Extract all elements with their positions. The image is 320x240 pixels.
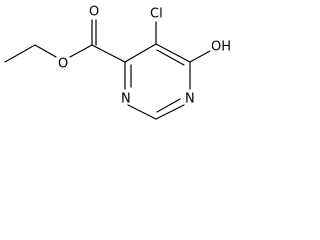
bond-n1-c2-inner — [156, 98, 181, 113]
bond-c5-c6 — [155, 43, 191, 63]
atom-label-ester-ether-oxygen: O — [58, 57, 68, 72]
bond-carbonylc-c4 — [91, 44, 126, 63]
atom-label-ring-nitrogen-left: N — [121, 92, 131, 107]
chemical-structure: Cl OH O O N N — [4, 5, 231, 120]
bond-n1-c2 — [155, 104, 185, 120]
bond-ethyl-ch3 — [4, 44, 36, 63]
bond-group — [4, 19, 211, 120]
atom-label-ester-carbonyl-oxygen: O — [89, 5, 99, 20]
atom-label-chlorine: Cl — [150, 7, 163, 22]
bond-c6-oh — [189, 50, 211, 63]
atom-label-hydroxyl: OH — [211, 40, 231, 55]
bond-o-carbonylc — [69, 44, 93, 58]
bond-c2-n3 — [127, 104, 157, 120]
bond-c4-c5 — [124, 43, 157, 63]
bond-c5-c6-inner — [156, 49, 185, 66]
atom-label-ring-nitrogen-right: N — [185, 92, 195, 107]
atom-label-group: Cl OH O O N N — [58, 5, 231, 107]
bond-ethyl-ch2-o — [34, 44, 57, 58]
